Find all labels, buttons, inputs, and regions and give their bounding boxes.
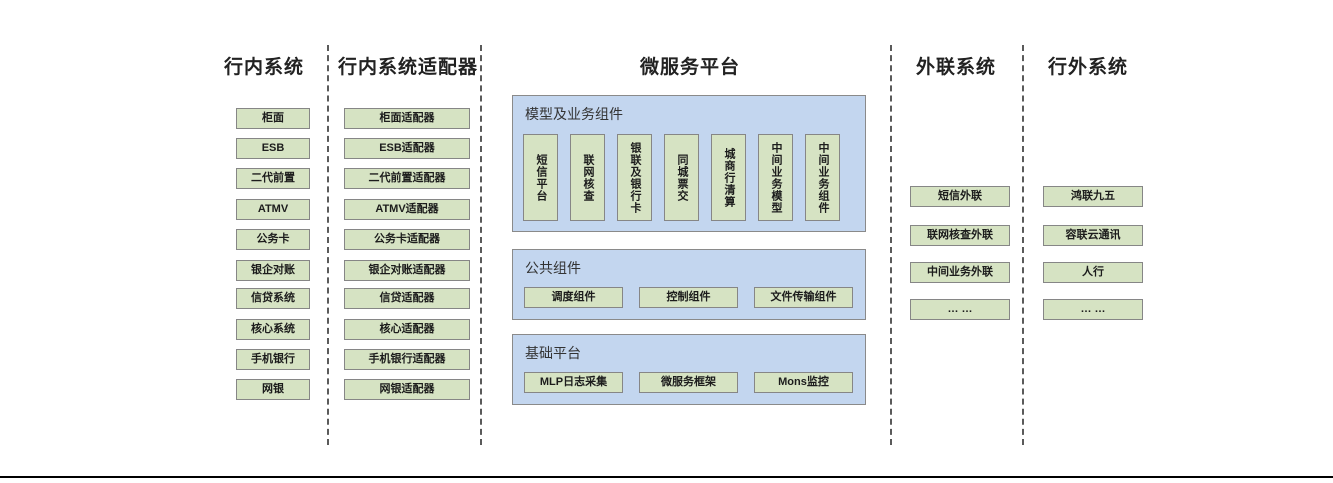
node-internal-adapter[interactable]: ATMV适配器: [344, 199, 470, 220]
node-public-component[interactable]: 调度组件: [524, 287, 623, 308]
node-internal-system[interactable]: 银企对账: [236, 260, 310, 281]
node-outside-bank-system[interactable]: … …: [1043, 299, 1143, 320]
node-internal-adapter[interactable]: 核心适配器: [344, 319, 470, 340]
node-internal-system[interactable]: ESB: [236, 138, 310, 159]
node-external-link-system[interactable]: 中间业务外联: [910, 262, 1010, 283]
node-base-platform-component[interactable]: MLP日志采集: [524, 372, 623, 393]
node-internal-adapter[interactable]: 网银适配器: [344, 379, 470, 400]
column-title-outside-bank-systems: 行外系统: [1047, 57, 1128, 78]
column-title-external-link-systems: 外联系统: [915, 57, 996, 78]
column-title-internal-adapters: 行内系统适配器: [338, 57, 479, 78]
divider-2: [480, 45, 482, 445]
node-internal-adapter[interactable]: ESB适配器: [344, 138, 470, 159]
node-internal-adapter[interactable]: 手机银行适配器: [344, 349, 470, 370]
node-model-component[interactable]: 中间业务模型: [758, 134, 793, 221]
node-internal-system[interactable]: 公务卡: [236, 229, 310, 250]
divider-3: [890, 45, 892, 445]
page-bottom-rule: [0, 476, 1333, 478]
node-internal-adapter[interactable]: 银企对账适配器: [344, 260, 470, 281]
node-internal-system[interactable]: 网银: [236, 379, 310, 400]
node-internal-system[interactable]: 柜面: [236, 108, 310, 129]
node-base-platform-component[interactable]: Mons监控: [754, 372, 853, 393]
node-internal-system[interactable]: 核心系统: [236, 319, 310, 340]
node-internal-system[interactable]: 信贷系统: [236, 288, 310, 309]
node-base-platform-component[interactable]: 微服务框架: [639, 372, 738, 393]
node-outside-bank-system[interactable]: 容联云通讯: [1043, 225, 1143, 246]
node-internal-adapter[interactable]: 信贷适配器: [344, 288, 470, 309]
node-model-component[interactable]: 银联及银行卡: [617, 134, 652, 221]
node-outside-bank-system[interactable]: 人行: [1043, 262, 1143, 283]
node-internal-adapter[interactable]: 公务卡适配器: [344, 229, 470, 250]
node-internal-system[interactable]: 二代前置: [236, 168, 310, 189]
node-model-component[interactable]: 中间业务组件: [805, 134, 840, 221]
node-internal-system[interactable]: 手机银行: [236, 349, 310, 370]
panel-title-base-platform: 基础平台: [525, 345, 581, 361]
node-external-link-system[interactable]: 短信外联: [910, 186, 1010, 207]
column-title-microservice-platform: 微服务平台: [639, 57, 740, 78]
divider-1: [327, 45, 329, 445]
node-external-link-system[interactable]: … …: [910, 299, 1010, 320]
node-public-component[interactable]: 控制组件: [639, 287, 738, 308]
node-model-component[interactable]: 联网核查: [570, 134, 605, 221]
node-model-component[interactable]: 同城票交: [664, 134, 699, 221]
panel-base-platform: 基础平台: [512, 334, 866, 405]
panel-public-components: 公共组件: [512, 249, 866, 320]
node-internal-system[interactable]: ATMV: [236, 199, 310, 220]
divider-4: [1022, 45, 1024, 445]
panel-title-public-components: 公共组件: [525, 260, 581, 276]
node-public-component[interactable]: 文件传输组件: [754, 287, 853, 308]
node-model-component[interactable]: 短信平台: [523, 134, 558, 221]
column-title-internal-systems: 行内系统: [223, 57, 304, 78]
node-internal-adapter[interactable]: 柜面适配器: [344, 108, 470, 129]
node-internal-adapter[interactable]: 二代前置适配器: [344, 168, 470, 189]
node-external-link-system[interactable]: 联网核查外联: [910, 225, 1010, 246]
node-model-component[interactable]: 城商行清算: [711, 134, 746, 221]
panel-title-model-business-components: 模型及业务组件: [525, 106, 623, 122]
node-outside-bank-system[interactable]: 鸿联九五: [1043, 186, 1143, 207]
